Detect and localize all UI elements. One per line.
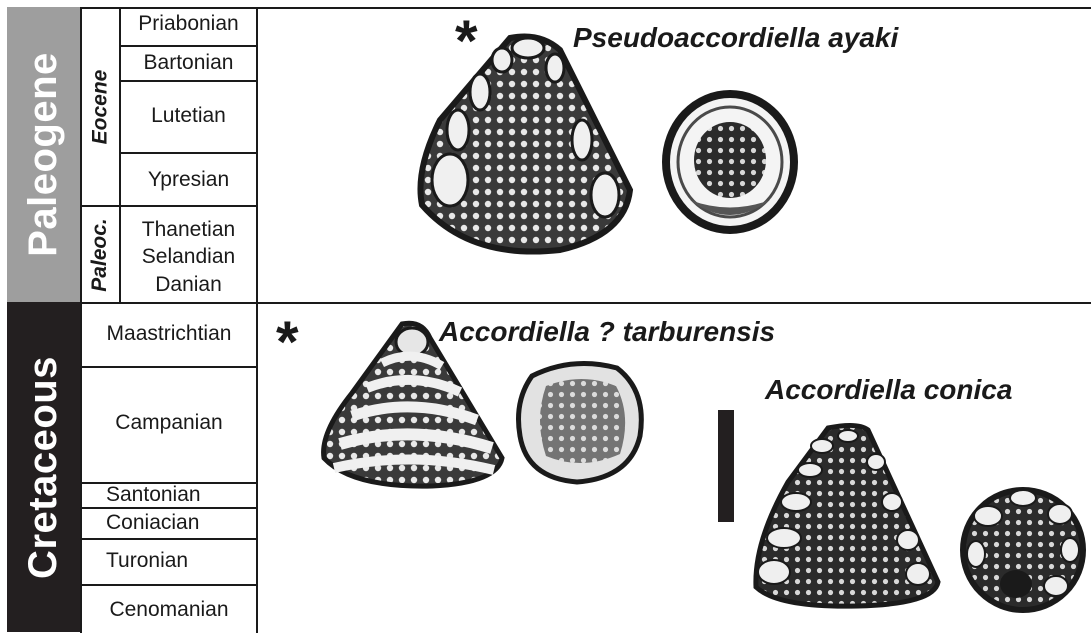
divider	[119, 205, 257, 207]
stage-turonian: Turonian	[82, 549, 256, 573]
stage-thanetian: Thanetian	[121, 218, 256, 242]
stage-santonian: Santonian	[82, 483, 256, 507]
divider	[80, 584, 257, 586]
epoch-paleocene: Paleoc.	[81, 207, 119, 302]
divider	[119, 80, 257, 82]
stage-lutetian: Lutetian	[121, 104, 256, 128]
divider	[80, 507, 257, 509]
divider	[119, 45, 257, 47]
species-label-accordiella-conica: Accordiella conica	[765, 374, 1012, 406]
fossil-transverse-section-icon	[512, 356, 647, 486]
stage-danian: Danian	[121, 273, 256, 297]
era-label: Paleogene	[21, 52, 66, 257]
fossil-axial-section-icon	[410, 30, 640, 260]
stage-priabonian: Priabonian	[121, 12, 256, 36]
fossil-transverse-section-icon	[958, 484, 1088, 614]
divider	[80, 7, 1091, 9]
stage-maastrichtian: Maastrichtian	[82, 322, 256, 346]
divider	[80, 302, 1091, 304]
epoch-eocene: Eocene	[81, 9, 119, 205]
era-paleogene: Paleogene	[7, 7, 80, 302]
divider	[80, 538, 257, 540]
fossil-axial-section-icon	[312, 318, 512, 490]
stage-cenomanian: Cenomanian	[82, 598, 256, 622]
divider	[119, 152, 257, 154]
divider	[80, 366, 257, 368]
fossil-axial-section-icon	[748, 422, 948, 610]
stage-coniacian: Coniacian	[82, 511, 256, 535]
era-label: Cretaceous	[21, 356, 66, 579]
era-cretaceous: Cretaceous	[7, 302, 80, 632]
stage-bartonian: Bartonian	[121, 51, 256, 75]
stage-ypresian: Ypresian	[121, 168, 256, 192]
fossil-transverse-section-icon	[660, 90, 800, 235]
scale-bar-icon	[718, 410, 734, 522]
asterisk-marker-icon: *	[276, 314, 299, 372]
stage-selandian: Selandian	[121, 245, 256, 269]
stage-campanian: Campanian	[82, 411, 256, 435]
